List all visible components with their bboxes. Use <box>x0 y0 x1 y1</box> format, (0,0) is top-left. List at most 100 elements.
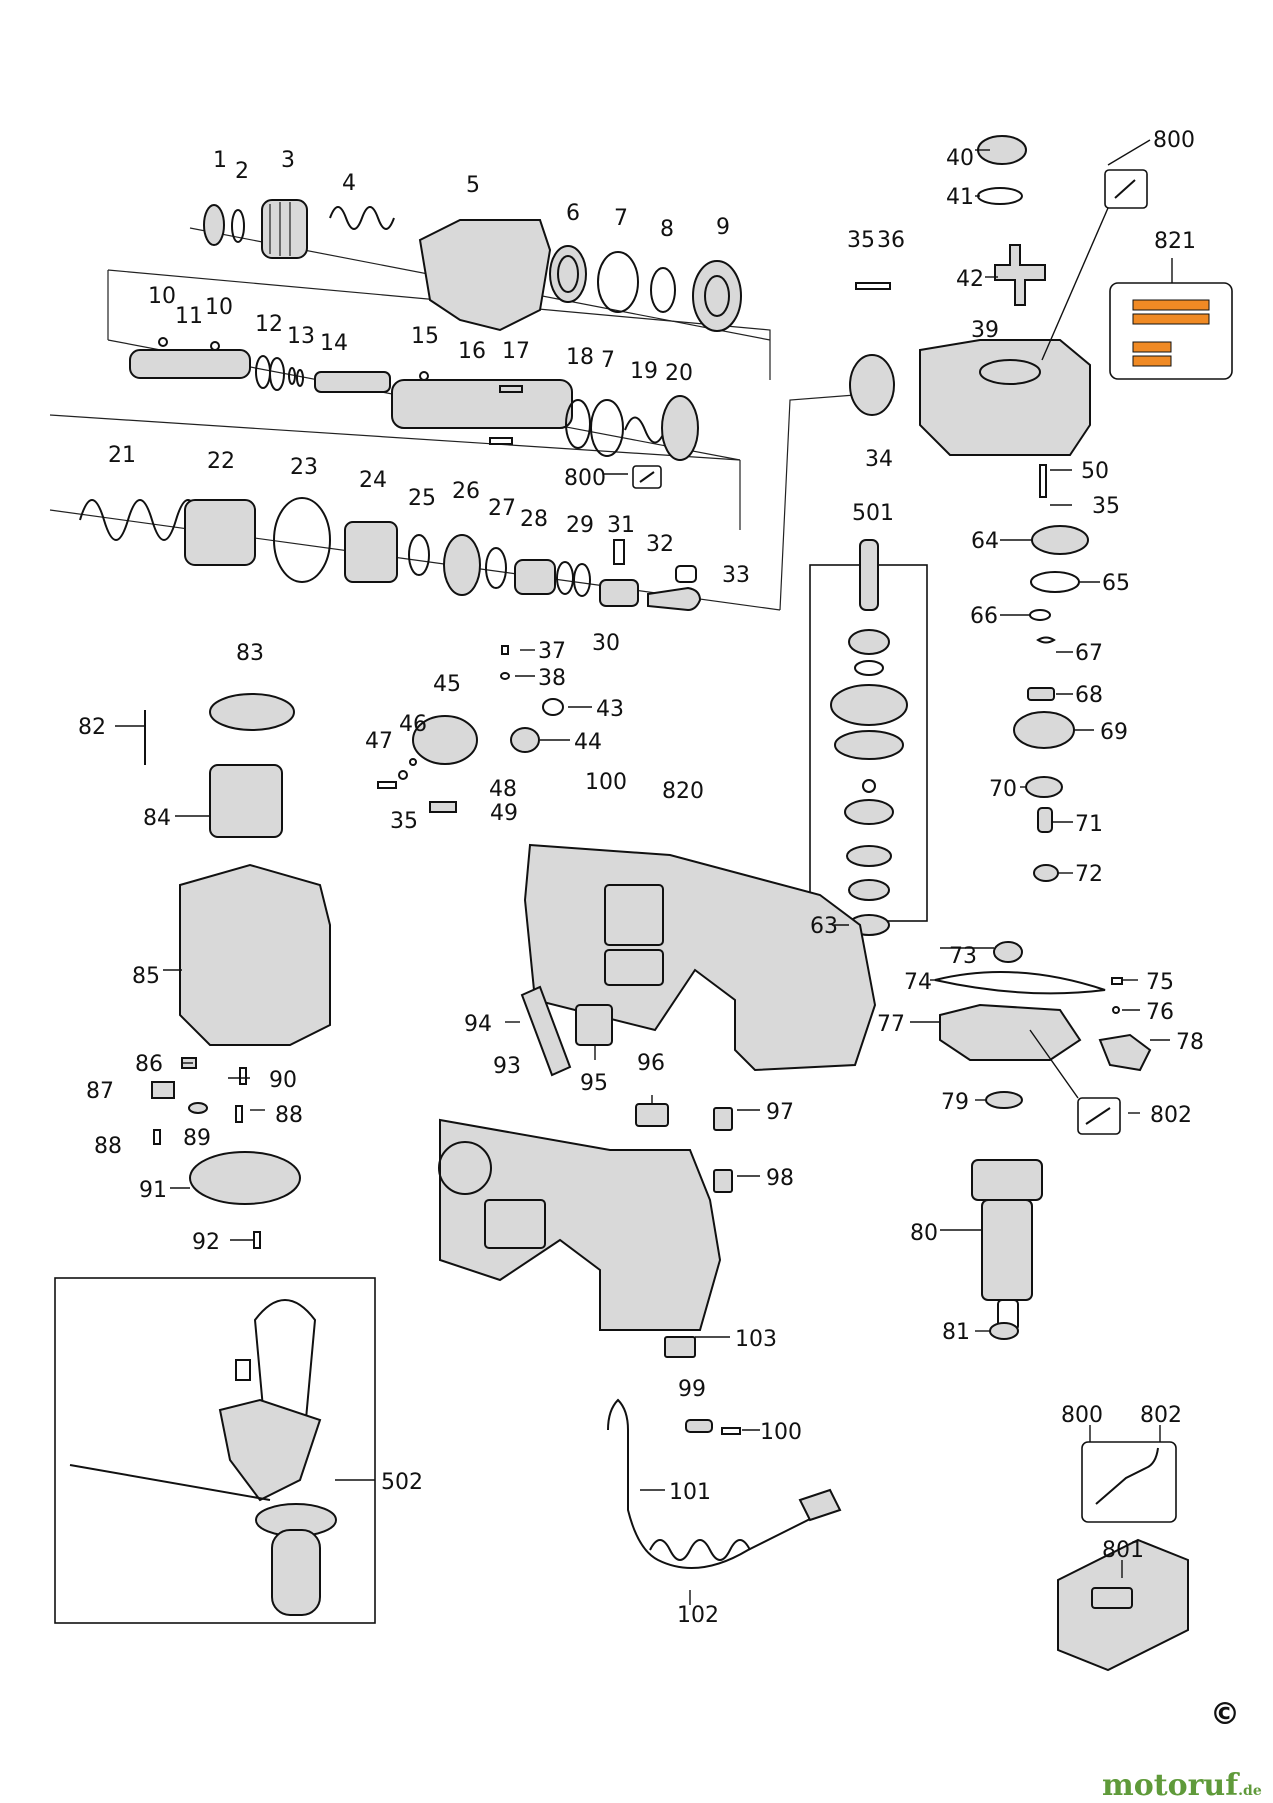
part-label: 100 <box>585 770 627 795</box>
part-label: 30 <box>592 631 620 656</box>
part-label: 67 <box>1075 641 1103 666</box>
part-label: 502 <box>381 1470 423 1495</box>
part-label: 84 <box>143 806 171 831</box>
leader-lines <box>115 149 1170 1605</box>
brand-watermark: motoruf.de <box>1102 1768 1262 1803</box>
part-label: 800 <box>564 466 606 491</box>
part-label: 103 <box>735 1327 777 1352</box>
motor-housing-parts <box>144 693 331 1249</box>
part-label: 7 <box>601 348 615 373</box>
part-label: 35 <box>390 809 418 834</box>
part-label: 86 <box>135 1052 163 1077</box>
gear-head-parts <box>849 135 1151 456</box>
part-label: 100 <box>760 1420 802 1445</box>
part-label: 33 <box>722 563 750 588</box>
part-label: 46 <box>399 712 427 737</box>
part-label: 78 <box>1176 1030 1204 1055</box>
part-label: 88 <box>275 1103 303 1128</box>
part-label: 39 <box>971 318 999 343</box>
power-cord <box>607 1398 842 1569</box>
part-label: 96 <box>637 1051 665 1076</box>
part-label: 88 <box>94 1134 122 1159</box>
part-label: 69 <box>1100 720 1128 745</box>
part-label: 38 <box>538 666 566 691</box>
part-label: 87 <box>86 1079 114 1104</box>
part-label: 42 <box>956 267 984 292</box>
part-label: 82 <box>78 715 106 740</box>
part-label: 21 <box>108 443 136 468</box>
gear-stack-501 <box>809 539 928 936</box>
part-label: 501 <box>852 501 894 526</box>
part-label: 20 <box>665 361 693 386</box>
armature-parts <box>934 941 1152 1340</box>
part-label: 23 <box>290 455 318 480</box>
part-label: 37 <box>538 639 566 664</box>
part-label: 8 <box>660 217 674 242</box>
part-label: 4 <box>342 171 356 196</box>
part-label: 28 <box>520 507 548 532</box>
part-label: 91 <box>139 1178 167 1203</box>
part-label: 2 <box>235 159 249 184</box>
part-label: 34 <box>865 447 893 472</box>
part-label: 36 <box>877 228 905 253</box>
part-label: 76 <box>1146 1000 1174 1025</box>
part-label: 27 <box>488 496 516 521</box>
part-label: 41 <box>946 185 974 210</box>
part-label: 63 <box>810 914 838 939</box>
part-label: 3 <box>281 148 295 173</box>
side-handle-502 <box>54 1277 376 1624</box>
part-label: 79 <box>941 1090 969 1115</box>
part-label: 94 <box>464 1012 492 1037</box>
part-label: 90 <box>269 1068 297 1093</box>
part-label: 35 <box>1092 494 1120 519</box>
part-label: 89 <box>183 1126 211 1151</box>
part-label: 47 <box>365 729 393 754</box>
part-label: 48 <box>489 777 517 802</box>
part-label: 9 <box>716 215 730 240</box>
part-label: 65 <box>1102 571 1130 596</box>
part-label: 801 <box>1102 1538 1144 1563</box>
copyright-symbol: © <box>1210 1697 1240 1732</box>
part-number-labels: 1 2 3 4 5 6 7 8 9 10 10 11 12 13 14 15 1… <box>78 128 1204 1628</box>
part-label: 802 <box>1140 1403 1182 1428</box>
part-label: 800 <box>1061 1403 1103 1428</box>
part-label: 92 <box>192 1230 220 1255</box>
part-label: 40 <box>946 146 974 171</box>
part-label: 26 <box>452 479 480 504</box>
part-label: 31 <box>607 513 635 538</box>
part-label: 1 <box>213 148 227 173</box>
part-label: 7 <box>614 206 628 231</box>
part-label: 98 <box>766 1166 794 1191</box>
part-label: 19 <box>630 359 658 384</box>
brand-tld: .de <box>1238 1783 1262 1799</box>
part-label: 16 <box>458 339 486 364</box>
part-label: 15 <box>411 324 439 349</box>
part-label: 70 <box>989 777 1017 802</box>
part-label: 80 <box>910 1221 938 1246</box>
part-label: 64 <box>971 529 999 554</box>
part-label: 102 <box>677 1603 719 1628</box>
part-label: 50 <box>1081 459 1109 484</box>
part-label: 77 <box>877 1012 905 1037</box>
housing-half-93 <box>438 1118 722 1331</box>
part-label: 71 <box>1075 812 1103 837</box>
part-label: 35 <box>847 228 875 253</box>
part-label: 49 <box>490 801 518 826</box>
part-label: 74 <box>904 970 932 995</box>
part-label: 10 <box>148 284 176 309</box>
part-label: 13 <box>287 324 315 349</box>
part-label: 32 <box>646 532 674 557</box>
part-label: 22 <box>207 449 235 474</box>
part-label: 73 <box>949 944 977 969</box>
brand-name: motoruf <box>1102 1768 1239 1803</box>
part-label: 821 <box>1154 229 1196 254</box>
part-label: 17 <box>502 339 530 364</box>
part-label: 6 <box>566 201 580 226</box>
part-label: 14 <box>320 331 348 356</box>
part-label: 11 <box>175 304 203 329</box>
part-label: 802 <box>1150 1103 1192 1128</box>
part-label: 44 <box>574 730 602 755</box>
part-label: 25 <box>408 486 436 511</box>
part-label: 85 <box>132 964 160 989</box>
